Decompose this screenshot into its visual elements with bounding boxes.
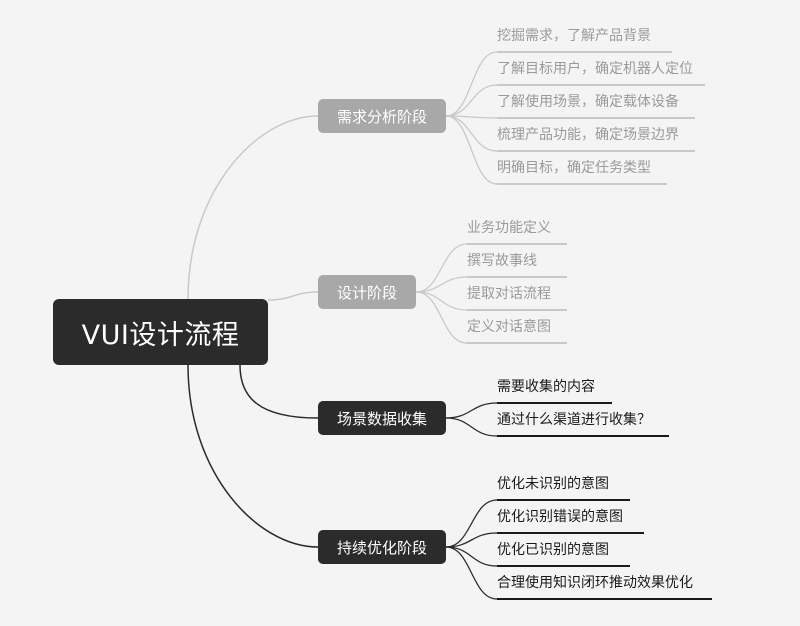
leaf-collection-2: 通过什么渠道进行收集？ [497, 411, 669, 437]
leaf-requirements-2: 了解目标用户，确定机器人定位 [497, 60, 705, 86]
connector-b1-leaf-0 [415, 243, 468, 293]
leaf-requirements-5: 明确目标，确定任务类型 [497, 159, 667, 185]
connector-b0-leaf-1 [445, 84, 498, 117]
connector-b0-leaf-4 [445, 115, 498, 185]
leaf-label: 了解使用场景，确定载体设备 [497, 94, 679, 110]
leaf-label: 提取对话流程 [467, 286, 551, 302]
leaf-design-1: 业务功能定义 [467, 219, 567, 245]
connector-b3-leaf-1 [445, 532, 498, 548]
branch-label: 需求分析阶段 [336, 107, 427, 126]
connector-b2-leaf-0 [445, 402, 498, 419]
leaf-label: 通过什么渠道进行收集？ [497, 412, 651, 428]
connector-b2-leaf-1 [445, 417, 498, 437]
leaf-design-4: 定义对话意图 [467, 318, 567, 344]
leaf-requirements-3: 了解使用场景，确定载体设备 [497, 93, 695, 119]
leaf-design-3: 提取对话流程 [467, 285, 567, 311]
leaf-label: 合理使用知识闭环推动效果优化 [497, 575, 693, 591]
leaf-label: 定义对话意图 [467, 319, 551, 335]
branch-scene-data-collection: 场景数据收集 [318, 401, 446, 435]
leaf-label: 优化已识别的意图 [497, 542, 609, 558]
branch-design: 设计阶段 [318, 275, 416, 309]
connector-root-branch-0 [187, 115, 319, 300]
connector-b0-leaf-0 [445, 51, 498, 117]
leaf-label: 梳理产品功能，确定场景边界 [497, 127, 679, 143]
leaf-design-2: 撰写故事线 [467, 252, 567, 278]
root-label: VUI设计流程 [81, 319, 240, 351]
branch-label: 持续优化阶段 [336, 538, 427, 557]
branch-label: 场景数据收集 [336, 409, 427, 428]
leaf-requirements-4: 梳理产品功能，确定场景边界 [497, 126, 695, 152]
connector-root-branch-3 [187, 364, 319, 548]
leaf-label: 挖掘需求，了解产品背景 [497, 28, 651, 44]
leaf-label: 优化识别错误的意图 [497, 509, 623, 525]
connector-b1-leaf-1 [415, 276, 468, 293]
leaf-label: 明确目标，确定任务类型 [497, 160, 651, 176]
connector-b3-leaf-3 [445, 546, 498, 600]
root-node: VUI设计流程 [53, 299, 268, 365]
leaf-optimization-4: 合理使用知识闭环推动效果优化 [497, 574, 712, 600]
connector-root-branch-1 [267, 291, 319, 301]
leaf-optimization-1: 优化未识别的意图 [497, 475, 630, 501]
leaf-optimization-3: 优化已识别的意图 [497, 541, 630, 567]
leaf-label: 了解目标用户，确定机器人定位 [497, 61, 693, 77]
connector-b1-leaf-3 [415, 291, 468, 344]
connector-b3-leaf-0 [445, 499, 498, 548]
connector-root-branch-2 [239, 364, 319, 419]
leaf-optimization-2: 优化识别错误的意图 [497, 508, 644, 534]
leaf-label: 撰写故事线 [467, 253, 537, 269]
leaf-label: 需要收集的内容 [497, 379, 595, 395]
connector-b3-leaf-2 [445, 546, 498, 567]
branch-continuous-optimization: 持续优化阶段 [318, 530, 446, 564]
branch-requirements-analysis: 需求分析阶段 [318, 99, 446, 133]
connector-b0-leaf-3 [445, 115, 498, 152]
leaf-label: 业务功能定义 [467, 220, 551, 236]
leaf-requirements-1: 挖掘需求，了解产品背景 [497, 27, 672, 53]
leaf-collection-1: 需要收集的内容 [497, 378, 612, 404]
connector-b1-leaf-2 [415, 291, 468, 311]
branch-label: 设计阶段 [336, 283, 397, 302]
leaf-label: 优化未识别的意图 [497, 476, 609, 492]
